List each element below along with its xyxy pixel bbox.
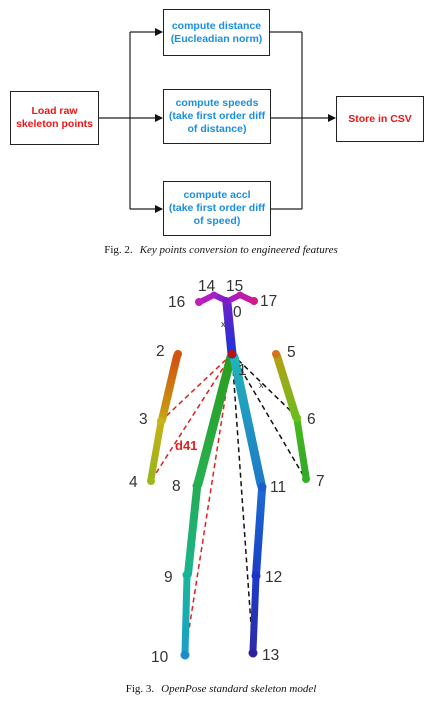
limb-upper-arm-left	[273, 352, 300, 421]
keypoint-label-9: 9	[164, 569, 173, 586]
joint-15	[236, 291, 244, 299]
joint-17	[250, 297, 258, 305]
joint-2	[174, 350, 182, 358]
joint-4	[147, 477, 155, 485]
fig3-caption: Fig. 3. OpenPose standard skeleton model	[0, 683, 442, 695]
keypoint-label-7: 7	[316, 473, 325, 490]
limb-thigh-left	[252, 485, 266, 579]
limb-forearm-left	[293, 415, 310, 481]
fig3-title: OpenPose standard skeleton model	[161, 683, 317, 695]
flowchart-connectors	[99, 28, 336, 213]
limb-shin-left	[249, 573, 260, 655]
joint-14	[210, 291, 218, 299]
fig2-title: Key points conversion to engineered feat…	[139, 244, 338, 256]
joint-16	[195, 298, 203, 306]
joint-8	[192, 481, 202, 491]
keypoint-label-10: 10	[151, 649, 169, 666]
fig3-label: Fig. 3.	[125, 683, 155, 695]
keypoint-label-13: 13	[262, 647, 279, 664]
fig2-caption: Fig. 2. Key points conversion to engineer…	[0, 244, 442, 256]
joint-5	[272, 350, 280, 358]
compute-speeds-box: compute speeds (take first order diff of…	[163, 89, 271, 144]
keypoint-label-14: 14	[198, 278, 216, 295]
joint-0	[222, 297, 230, 305]
keypoint-label-11: 11	[270, 479, 286, 496]
skeleton-limbs	[147, 292, 310, 657]
limb-thigh-right	[184, 484, 201, 578]
keypoint-label-3: 3	[139, 411, 148, 428]
store-csv-box: Store in CSV	[336, 96, 424, 142]
keypoint-labels: 14 15 16 17 0 1 2 3 4 5 6 7 8 9 10 11 12…	[129, 278, 325, 666]
limb-torso-right	[193, 352, 236, 489]
joint-10	[180, 650, 190, 660]
joint-6	[293, 414, 301, 422]
fig2-label: Fig. 2.	[104, 244, 133, 256]
keypoint-label-6: 6	[307, 411, 316, 428]
keypoint-label-16: 16	[168, 294, 185, 311]
dashed-line-1-6	[231, 353, 299, 419]
joint-1	[228, 350, 236, 358]
keypoint-label-8: 8	[172, 478, 181, 495]
dashed-markers: x x	[221, 319, 264, 390]
keypoint-label-17: 17	[260, 293, 277, 310]
limb-torso-left	[229, 352, 266, 489]
dashed-line-1-7	[231, 353, 307, 481]
limb-forearm-right	[147, 418, 165, 483]
dashed-line-1-13	[231, 353, 254, 654]
keypoint-label-5: 5	[287, 344, 296, 361]
joint-9	[182, 570, 192, 580]
limb-upper-arm-right	[158, 352, 181, 424]
keypoint-label-4: 4	[129, 474, 138, 491]
keypoint-label-12: 12	[265, 569, 282, 586]
limb-neck	[222, 298, 237, 359]
limb-shin-right	[181, 572, 191, 657]
skeleton-joints	[147, 291, 310, 660]
keypoint-label-0: 0	[233, 304, 242, 321]
joint-11	[257, 482, 267, 492]
compute-accel-box: compute accl (take first order diff of s…	[163, 181, 271, 236]
keypoint-label-15: 15	[226, 278, 243, 295]
keypoint-label-2: 2	[156, 343, 165, 360]
keypoint-label-1: 1	[238, 362, 247, 379]
skeleton-figure: x x d41 14 15 16 17 0 1 2 3 4 5 6 7 8 9 …	[129, 278, 325, 666]
compute-distance-box: compute distance (Eucleadian norm)	[163, 9, 270, 56]
dashed-line-1-3	[160, 353, 233, 422]
marker-x-arm: x	[259, 380, 264, 390]
load-skeleton-box: Load raw skeleton points	[10, 91, 99, 145]
joint-12	[251, 571, 261, 581]
joint-3	[157, 417, 165, 425]
distance-label-d41: d41	[175, 438, 197, 453]
marker-x-neck: x	[221, 319, 226, 329]
joint-13	[248, 648, 258, 658]
joint-7	[302, 475, 310, 483]
